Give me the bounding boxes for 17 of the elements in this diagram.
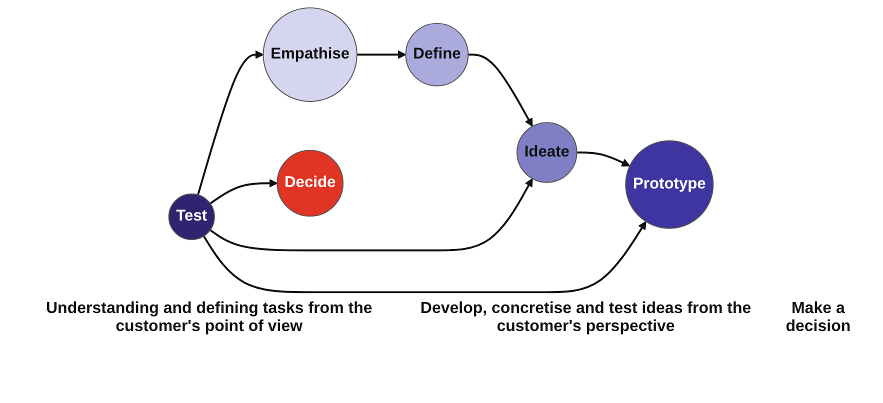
node-circle xyxy=(168,194,216,240)
arrow xyxy=(357,50,407,59)
caption-text: Develop, concretise and test ideas from the customer's perspective xyxy=(419,300,752,336)
arrow xyxy=(203,221,647,294)
caption-text: Make a decision xyxy=(784,300,852,336)
node-circle xyxy=(626,140,714,229)
node-circle xyxy=(263,7,358,102)
node-circle xyxy=(277,150,344,217)
arrow xyxy=(577,152,631,167)
caption-text: Understanding and defining tasks from the customer's point of view xyxy=(44,300,374,336)
arrow xyxy=(468,54,534,127)
node-circle xyxy=(406,22,470,86)
arrow xyxy=(210,178,278,204)
node-circle xyxy=(516,122,578,183)
arrow xyxy=(198,50,264,196)
flow-diagram: Empathise Define Ideate Prototype Test Decide xyxy=(161,0,722,300)
arrow xyxy=(210,178,534,252)
